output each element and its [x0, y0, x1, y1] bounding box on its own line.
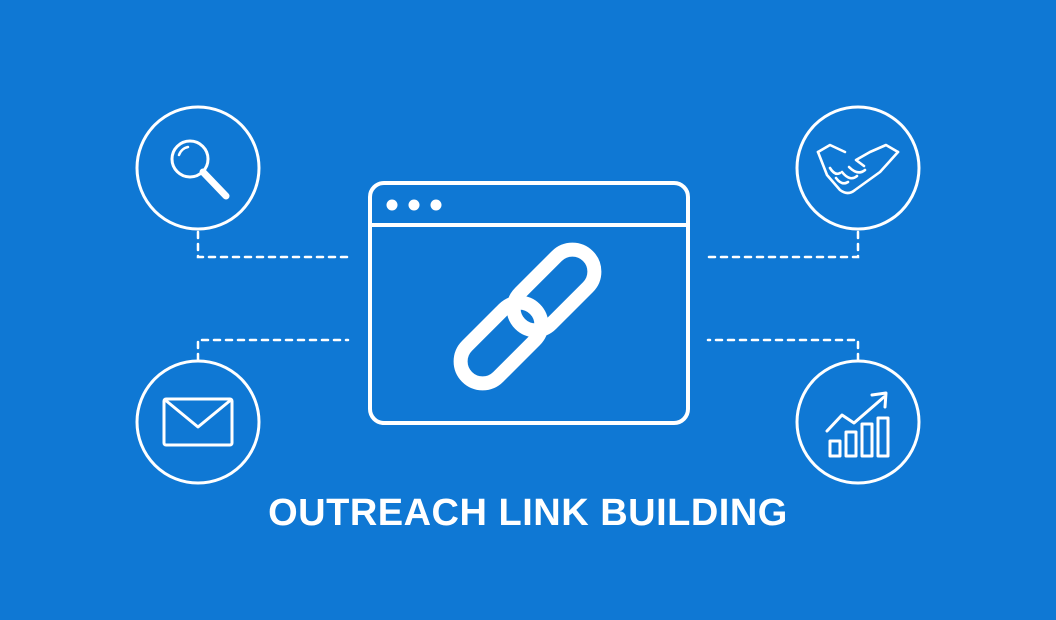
- search-icon: [170, 139, 230, 200]
- connectors: [196, 230, 860, 362]
- growth-chart-icon: [825, 391, 890, 458]
- window-dots: [386, 199, 442, 211]
- envelope-icon: [162, 397, 234, 447]
- handshake-node: [795, 105, 921, 231]
- connector-search: [196, 230, 350, 259]
- handshake-icon: [816, 143, 900, 195]
- envelope-node: [135, 359, 261, 485]
- connector-chart: [706, 338, 860, 362]
- browser-window-icon: [368, 181, 690, 425]
- growth-chart-node: [795, 359, 921, 485]
- connector-handshake: [706, 230, 860, 259]
- search-node: [135, 105, 261, 231]
- diagram-title: OUTREACH LINK BUILDING: [268, 492, 788, 534]
- connector-envelope: [196, 338, 350, 362]
- chain-link-icon: [453, 242, 602, 391]
